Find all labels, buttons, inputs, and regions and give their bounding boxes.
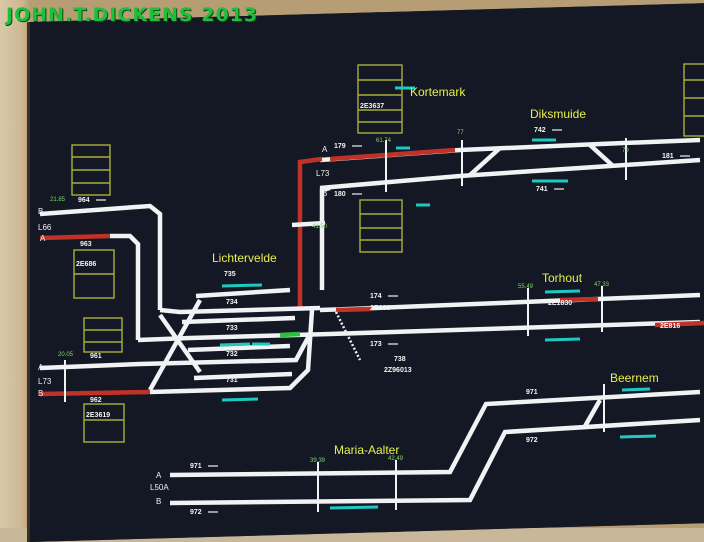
km-post: 41.50: [312, 224, 328, 230]
lichtervelde-train-number: 2E666: [370, 305, 390, 312]
block-numbers: 179 180 742 741 181 964 963 961 962 735 …: [78, 127, 674, 516]
station-diksmuide: Diksmuide: [530, 107, 586, 121]
block-number: 738: [394, 356, 406, 363]
right-edge-route-box: [683, 63, 704, 137]
block-number: 173: [370, 341, 382, 348]
kortemark-train-number: 2E3637: [360, 103, 384, 110]
km-post: 20.05: [58, 352, 74, 358]
station-lichtervelde: Lichtervelde: [212, 251, 277, 265]
left-top-route-box: [71, 144, 111, 196]
left-lower-route-box: 2E3619: [83, 403, 125, 443]
track-label: L50A: [150, 483, 169, 492]
track-label: A: [40, 234, 46, 243]
block-number: 741: [536, 186, 548, 193]
block-number: 742: [534, 127, 546, 134]
block-number: 732: [226, 351, 238, 358]
km-post: 47.33: [594, 282, 610, 288]
station-torhout: Torhout: [542, 271, 583, 285]
km-post: 61.74: [376, 138, 392, 144]
block-number: 972: [526, 437, 538, 444]
track-labels: A L73 B L66 A B A L73 B A L50A B: [38, 145, 330, 506]
block-number: 180: [334, 191, 346, 198]
track-label: B: [156, 497, 161, 506]
kortemark-lower-route-box: [359, 199, 403, 253]
kortemark-route-box: 2E3637: [357, 64, 403, 134]
block-number: 964: [78, 197, 90, 204]
track-label: B: [38, 389, 43, 398]
track-label: A: [322, 145, 328, 154]
track-label: B: [38, 207, 43, 216]
km-post: 79: [622, 148, 629, 154]
track-label: L66: [38, 223, 52, 232]
km-post: 77: [457, 130, 464, 136]
block-number: 735: [224, 271, 236, 278]
left-upper-route-box: 2E686: [73, 249, 115, 299]
track-label: A: [156, 471, 162, 480]
left-lower-train-number: 2E3619: [86, 412, 110, 419]
block-number: 971: [526, 389, 538, 396]
direction-arrows: [96, 129, 690, 513]
far-right-train-number: 2E816: [660, 323, 680, 330]
km-post: 42.49: [388, 456, 404, 462]
block-number: 971: [190, 463, 202, 470]
block-number: 963: [80, 241, 92, 248]
block-number: 972: [190, 509, 202, 516]
block-number: 181: [662, 153, 674, 160]
km-post: 21.85: [50, 197, 66, 203]
torhout-train-number: 2E1830: [548, 300, 572, 307]
track-diagram: 2E3637 2E686 2E3619: [38, 63, 704, 516]
block-number: 734: [226, 299, 238, 306]
block-number: 961: [90, 353, 102, 360]
siding-train-number: 2Z96013: [384, 367, 412, 374]
kilometer-posts: 61.74 77 79 21.85 41.50 55.49 47.33 20.0…: [50, 130, 629, 464]
km-post: 55.49: [518, 284, 534, 290]
block-number: 962: [90, 397, 102, 404]
left-upper-train-number: 2E686: [76, 261, 96, 268]
block-number: 174: [370, 293, 382, 300]
track-label: B: [322, 189, 327, 198]
block-number: 179: [334, 143, 346, 150]
track-label: L73: [38, 377, 52, 386]
track-label: A: [38, 363, 44, 372]
km-post: 39.39: [310, 458, 326, 464]
station-kortemark: Kortemark: [410, 85, 466, 99]
station-beernem: Beernem: [610, 371, 659, 385]
station-maria-aalter: Maria-Aalter: [334, 443, 399, 457]
watermark: JOHN.T.DICKENS 2013: [6, 4, 259, 26]
track-label: L73: [316, 169, 330, 178]
block-number: 731: [226, 377, 238, 384]
left-middle-route-box: [83, 317, 123, 353]
block-number: 733: [226, 325, 238, 332]
